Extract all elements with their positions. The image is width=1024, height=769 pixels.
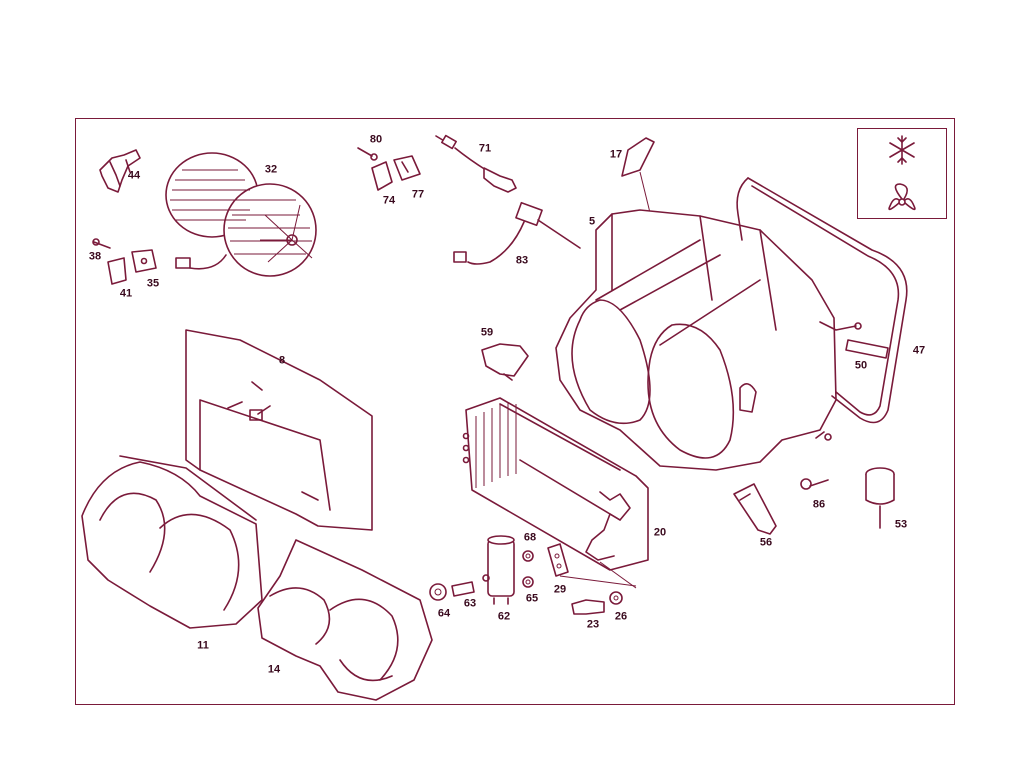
part-50-strip	[845, 339, 889, 359]
callout-8: 8	[278, 354, 286, 367]
part-83-harness	[453, 201, 581, 265]
callout-53: 53	[894, 518, 908, 531]
diagram-frame	[75, 118, 955, 705]
callout-20: 20	[653, 526, 667, 539]
part-14-duct	[257, 539, 433, 701]
part-44-clip	[99, 149, 141, 193]
callout-65: 65	[525, 592, 539, 605]
callout-35: 35	[146, 277, 160, 290]
part-11-housing	[81, 455, 263, 629]
callout-38: 38	[88, 250, 102, 263]
part-5-heater-case	[555, 209, 862, 471]
callout-5: 5	[588, 215, 596, 228]
callout-47: 47	[912, 344, 926, 357]
callout-71: 71	[478, 142, 492, 155]
part-62-expansion-valve	[482, 535, 515, 605]
part-59-valve	[481, 343, 529, 381]
callout-29: 29	[553, 583, 567, 596]
callout-44: 44	[127, 169, 141, 182]
legend-box	[857, 128, 947, 219]
callout-83: 83	[515, 254, 529, 267]
part-53-actuator	[865, 467, 895, 529]
callout-11: 11	[197, 639, 209, 652]
part-47-gasket	[736, 177, 908, 424]
small-fasteners	[429, 543, 637, 615]
callout-59: 59	[480, 326, 494, 339]
callout-23: 23	[586, 618, 600, 631]
part-86-screw	[800, 478, 829, 490]
callout-64: 64	[437, 607, 451, 620]
part-20-evaporator	[462, 397, 649, 589]
callout-62: 62	[497, 610, 511, 623]
part-80-74-77-clip	[357, 147, 421, 191]
part-56-hose	[733, 483, 777, 535]
callout-86: 86	[812, 498, 826, 511]
callout-68: 68	[523, 531, 537, 544]
callout-74: 74	[382, 194, 396, 207]
callout-32: 32	[264, 163, 278, 176]
part-71-sensor	[435, 134, 517, 193]
callout-80: 80	[369, 133, 383, 146]
part-8-cover	[185, 329, 373, 531]
callout-41: 41	[119, 287, 133, 300]
callout-63: 63	[463, 597, 477, 610]
callout-17: 17	[609, 148, 623, 161]
part-38-41-35-bracket	[92, 238, 157, 285]
callout-14: 14	[267, 663, 281, 676]
callout-56: 56	[759, 536, 773, 549]
callout-50: 50	[854, 359, 868, 372]
callout-26: 26	[614, 610, 628, 623]
callout-77: 77	[411, 188, 425, 201]
part-32-blower-motor	[165, 152, 317, 277]
